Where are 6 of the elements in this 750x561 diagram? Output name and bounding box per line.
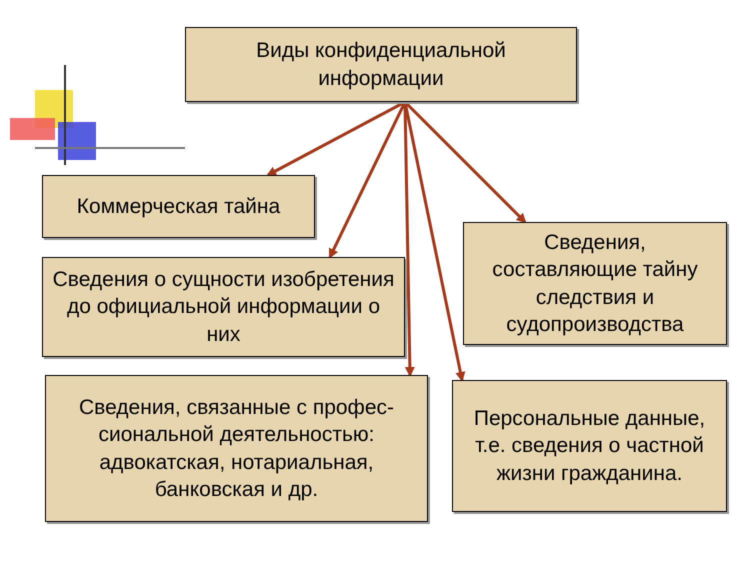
text-box: Персональные данные, т.е. сведения о частной жизни гражданина. [452,380,727,512]
text-box: Сведения, составляющие тайну следствия и судопроизводства [463,222,727,345]
text-box: Сведения, связанные с профес-сиональной деятельностью: адвокатская, нотариальная, банковская и др. [45,375,428,522]
text-box: Сведения о сущности изобретения до официальной информации о них [42,257,405,357]
text-box: Виды конфиденциальной информации [185,27,577,102]
text-box: Коммерческая тайна [42,175,315,238]
